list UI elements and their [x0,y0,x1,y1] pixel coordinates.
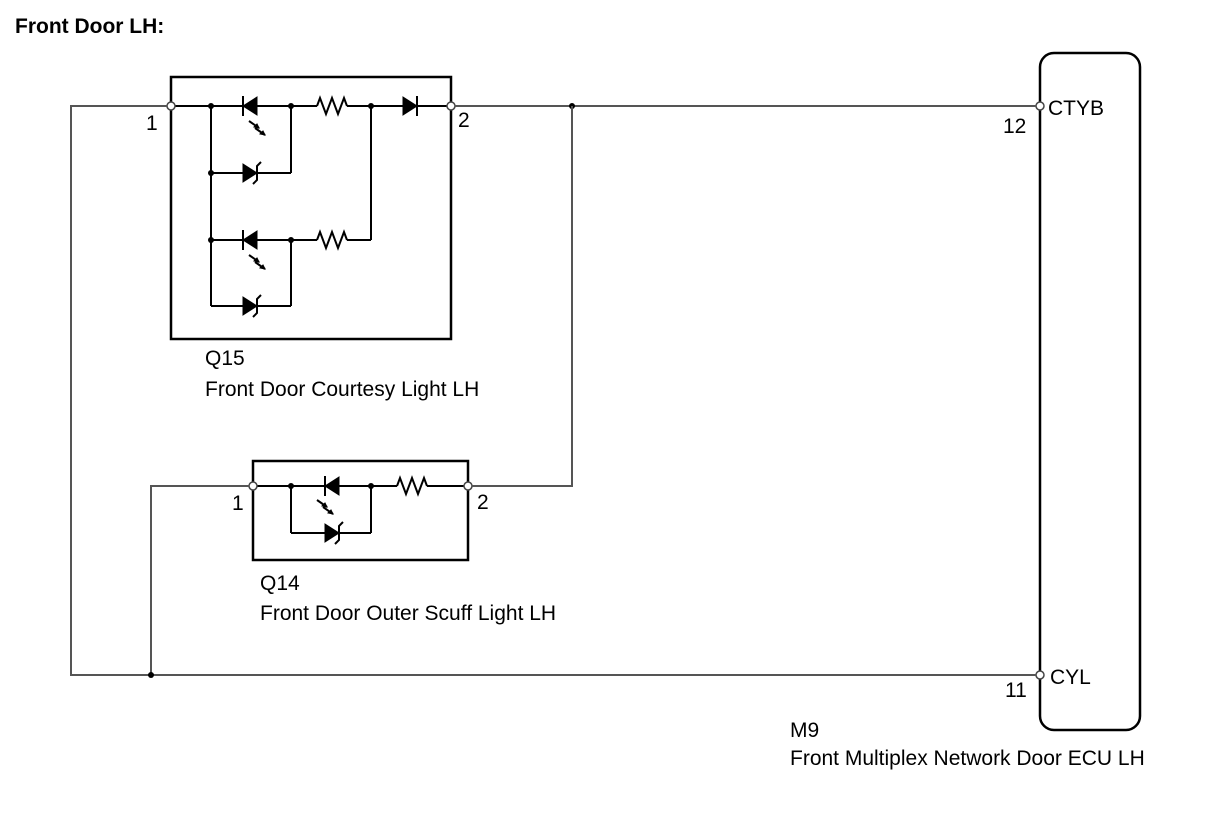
q14-ground-wire [150,485,249,675]
m9-terminal-12 [1035,101,1045,111]
m9-door-ecu: CTYB 12 CYL 11 M9 Front Multiplex Networ… [790,51,1145,770]
q15-led-1-icon [242,95,258,117]
m9-pin-12-number: 12 [1003,115,1026,138]
q14-terminal-2 [463,481,473,491]
q15-pin-1-label: 1 [146,112,158,135]
m9-terminal-11 [1035,670,1045,680]
q15-name: Front Door Courtesy Light LH [205,378,479,401]
wiring-harness [70,103,1036,678]
q14-resistor-icon [396,475,428,497]
q14-terminal-1 [248,481,258,491]
q14-housing [251,459,470,562]
m9-code: M9 [790,719,819,742]
m9-housing [1038,51,1142,732]
q14-scuff-light: 1 2 Q14 Front Door Outer Scuff Light LH [232,459,556,625]
q14-name: Front Door Outer Scuff Light LH [260,602,556,625]
q14-code: Q14 [260,572,300,595]
q14-feed-wire [472,106,573,487]
q15-diode-icon [402,95,418,117]
q15-pin-2-label: 2 [458,109,470,132]
q15-code: Q15 [205,347,245,370]
page-title: Front Door LH: [15,15,164,38]
m9-pin-ctyb-label: CTYB [1048,97,1104,120]
q15-terminal-1 [166,101,176,111]
q15-resistor-2-icon [316,229,348,251]
q15-courtesy-light: 1 2 Q15 Front Door Courtesy Light LH [146,75,479,401]
m9-pin-11-number: 11 [1005,679,1027,702]
q15-led-2-icon [242,229,258,251]
cyl-wire [70,105,1036,676]
q14-pin-2-label: 2 [477,491,489,514]
q14-pin-1-label: 1 [232,492,244,515]
q15-terminal-2 [446,101,456,111]
m9-name: Front Multiplex Network Door ECU LH [790,747,1145,770]
q14-led-icon [324,475,340,497]
q15-housing [169,75,453,341]
q15-resistor-1-icon [316,95,348,117]
m9-pin-cyl-label: CYL [1050,666,1091,689]
